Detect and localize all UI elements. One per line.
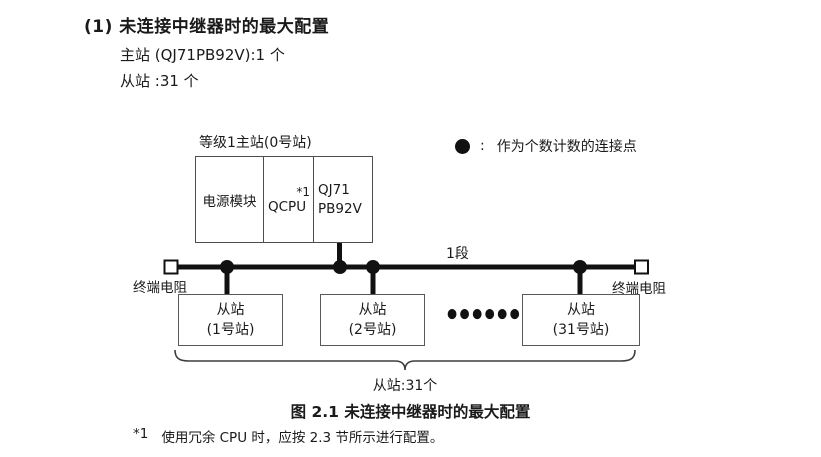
legend-separator: : — [480, 138, 485, 154]
slaves-brace — [174, 349, 636, 371]
master-station-label: 等级1主站(0号站) — [199, 135, 312, 151]
slave-station-box-2: 从站 (2号站) — [320, 294, 425, 346]
connection-dot — [220, 260, 234, 274]
pb92v-line: PB92V — [318, 200, 362, 217]
slave-station-box-3: 从站 (31号站) — [522, 294, 640, 346]
qcpu-label: QCPU — [268, 198, 307, 215]
legend: : 作为个数计数的连接点 — [455, 136, 637, 156]
slave-station-box-1: 从站 (1号站) — [178, 294, 283, 346]
connection-dot — [333, 260, 347, 274]
figure-caption: 图 2.1 未连接中继器时的最大配置 — [290, 403, 531, 421]
power-module-label: 电源模块 — [202, 193, 257, 210]
terminator-left-label: 终端电阻 — [133, 280, 187, 296]
slave1-number: (1号站) — [206, 322, 255, 338]
footnote: *1 使用冗余 CPU 时，应按 2.3 节所示进行配置。 — [133, 426, 443, 446]
more-slaves-ellipsis: ●●●●●● — [447, 304, 523, 321]
section-heading: (1) 未连接中继器时的最大配置 — [84, 17, 330, 37]
segment-label: 1段 — [446, 246, 469, 262]
connection-dot — [366, 260, 380, 274]
legend-label: 作为个数计数的连接点 — [496, 139, 637, 155]
terminator-right-label: 终端电阻 — [612, 281, 666, 297]
terminator-right-icon — [634, 259, 649, 275]
slave1-name: 从站 — [216, 301, 245, 318]
connection-dot-icon — [455, 138, 470, 154]
power-module-cell: 电源模块 — [196, 157, 264, 242]
master-station-box: 电源模块 *1 QCPU QJ71 PB92V — [195, 156, 373, 243]
slaves-total-label: 从站:31个 — [372, 378, 438, 394]
qcpu-cell: *1 QCPU — [264, 157, 314, 242]
footnote-marker: *1 — [133, 426, 149, 442]
slave3-name: 从站 — [567, 301, 595, 318]
slave2-number: (2号站) — [348, 322, 397, 338]
slave-count-line: 从站 :31 个 — [120, 72, 199, 90]
qj71pb92v-cell: QJ71 PB92V — [314, 157, 372, 242]
footnote-ref: *1 — [296, 184, 310, 199]
master-count-line: 主站 (QJ71PB92V):1 个 — [120, 46, 285, 64]
connection-dot — [573, 260, 587, 274]
qj71-line: QJ71 — [318, 182, 350, 199]
footnote-text: 使用冗余 CPU 时，应按 2.3 节所示进行配置。 — [161, 430, 444, 446]
slave3-number: (31号站) — [552, 322, 610, 338]
terminator-left-icon — [163, 259, 179, 275]
slave2-name: 从站 — [358, 301, 387, 318]
